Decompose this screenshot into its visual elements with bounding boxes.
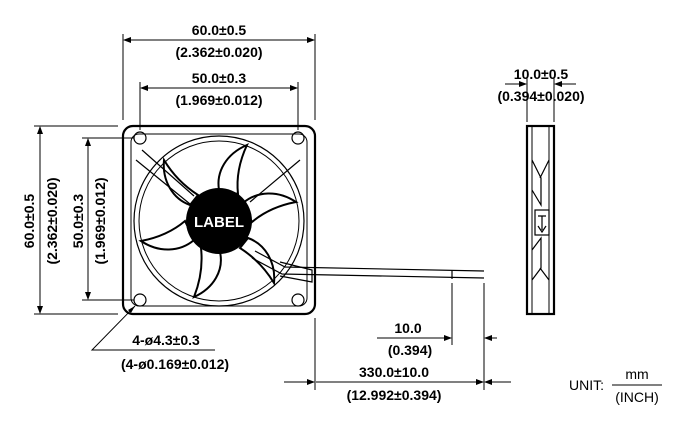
overall-height-inch: (2.362±0.020) bbox=[44, 177, 60, 264]
frame-strut bbox=[135, 159, 191, 205]
overall-width-mm: 60.0±0.5 bbox=[192, 22, 247, 38]
lead-wire bbox=[254, 250, 485, 272]
fan-opening bbox=[133, 135, 305, 307]
thickness-mm: 10.0±0.5 bbox=[514, 66, 569, 82]
lead-wire-sleeve bbox=[279, 261, 313, 283]
fan-blade bbox=[138, 219, 196, 251]
airflow-arrow-icon bbox=[537, 215, 547, 234]
mounting-hole-bottom-right bbox=[291, 293, 305, 307]
overall-width-inch: (2.362±0.020) bbox=[175, 44, 262, 60]
hub-label: LABEL bbox=[194, 214, 244, 231]
fan-blade bbox=[162, 156, 200, 207]
fan-blade bbox=[192, 246, 222, 299]
side-blade-profile bbox=[539, 159, 550, 179]
overall-height-mm: 60.0±0.5 bbox=[21, 194, 37, 249]
thickness-inch: (0.394±0.020) bbox=[497, 88, 584, 104]
hole-spacing-height-mm: 50.0±0.3 bbox=[70, 194, 86, 249]
wire-strip-mm: 10.0 bbox=[394, 320, 421, 336]
lead-wire bbox=[251, 257, 485, 279]
lead-length-inch: (12.992±0.394) bbox=[347, 387, 442, 403]
unit-mm: mm bbox=[625, 366, 648, 382]
side-view bbox=[525, 124, 556, 316]
fan-blade bbox=[217, 143, 250, 196]
lead-length-mm: 330.0±10.0 bbox=[359, 364, 429, 380]
hole-spacing-width-inch: (1.969±0.012) bbox=[175, 92, 262, 108]
unit-inch: (INCH) bbox=[615, 389, 659, 405]
frame-strut bbox=[249, 159, 301, 203]
front-view: LABEL bbox=[121, 124, 485, 316]
frame-strut bbox=[141, 149, 195, 197]
unit-legend: UNIT: mm (INCH) bbox=[569, 366, 662, 405]
airflow-indicator bbox=[534, 209, 550, 236]
side-blade-profile bbox=[531, 236, 542, 281]
fan-hub bbox=[186, 188, 252, 254]
hole-spacing-width-mm: 50.0±0.3 bbox=[192, 70, 247, 86]
mounting-holes-inch: (4-ø0.169±0.012) bbox=[121, 356, 229, 372]
mounting-hole-leader bbox=[90, 305, 215, 351]
wire-strip-inch: (0.394) bbox=[388, 342, 432, 358]
side-blade-profile bbox=[531, 159, 542, 208]
fan-frame-outer bbox=[121, 124, 317, 316]
fan-opening-inner bbox=[138, 140, 300, 302]
unit-prefix: UNIT: bbox=[569, 377, 604, 393]
hole-spacing-height-inch: (1.969±0.012) bbox=[92, 177, 108, 264]
mounting-hole-bottom-left bbox=[133, 293, 147, 307]
side-blade-profile bbox=[539, 267, 550, 281]
mounting-holes-mm: 4-ø4.3±0.3 bbox=[132, 332, 200, 348]
side-frame bbox=[525, 124, 556, 316]
mounting-hole-top-right bbox=[291, 131, 305, 145]
